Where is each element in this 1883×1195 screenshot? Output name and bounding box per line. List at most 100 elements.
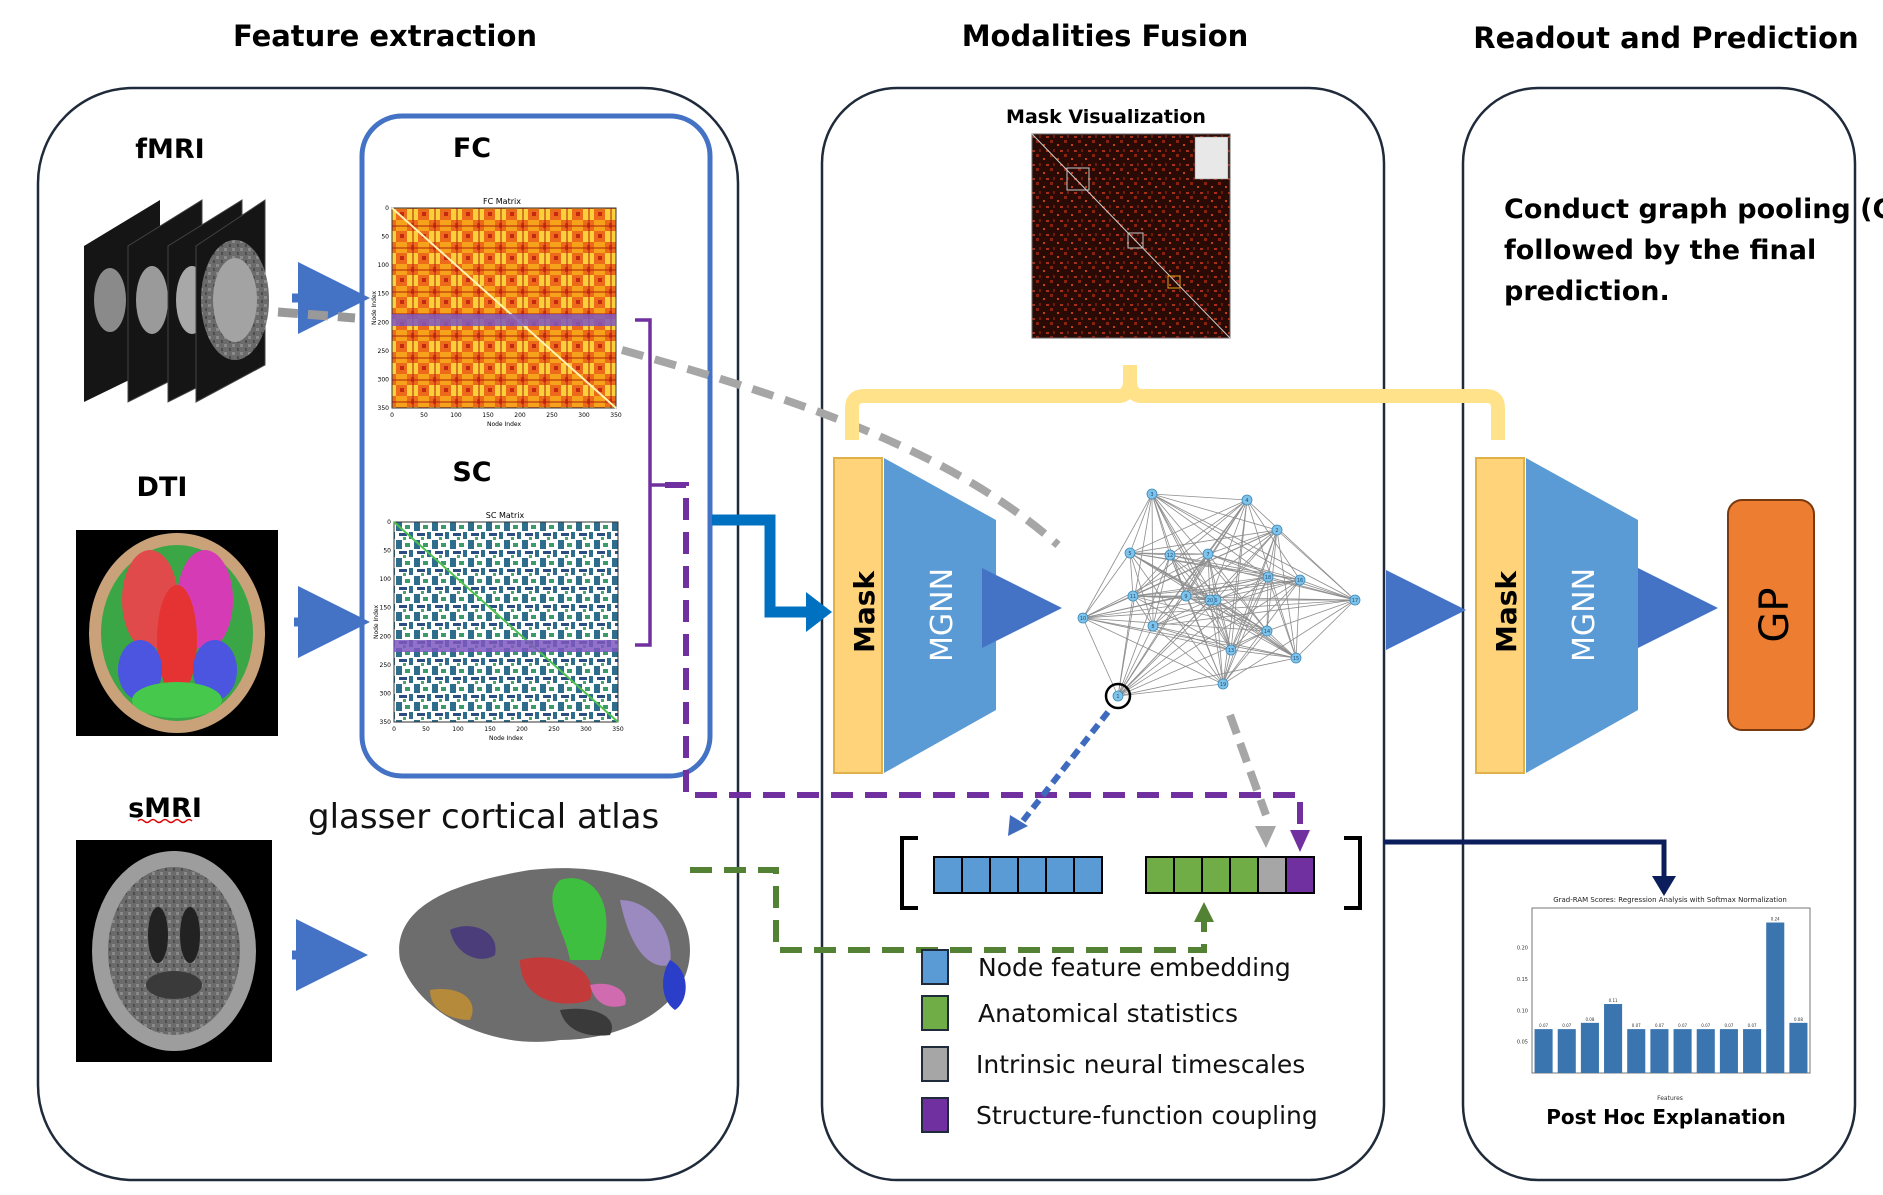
graph-edge	[1185, 595, 1268, 632]
label-dti: DTI	[137, 472, 188, 503]
explanation-bar-value: 0.11	[1609, 998, 1618, 1003]
graph-edge	[1222, 576, 1269, 685]
graph-node-label: 3	[1150, 492, 1153, 498]
graph-edge	[1082, 617, 1224, 685]
explanation-bar-value: 0.08	[1585, 1017, 1594, 1022]
graph-node	[1204, 594, 1216, 606]
matrix-y-tick: 0	[387, 519, 391, 526]
matrix-x-tick: 0	[390, 412, 394, 419]
arrowhead-coupling	[1290, 830, 1310, 852]
graph-edge	[1151, 493, 1301, 581]
graph-edge	[1185, 579, 1301, 597]
explanation-bar-value: 0.08	[1794, 1017, 1803, 1022]
graph-edge	[1082, 595, 1134, 619]
graph-edge	[1151, 493, 1269, 578]
panel-modalities-fusion	[820, 86, 1386, 1182]
graph-node-label: 17	[1352, 598, 1358, 604]
graph-node	[1241, 494, 1253, 506]
graph-edge	[1215, 599, 1232, 651]
arrow-fusion-input	[712, 514, 810, 618]
mgnn-label-2: MGNN	[1567, 568, 1602, 662]
graph-edge	[1299, 579, 1356, 601]
embedding-cell	[1073, 856, 1103, 894]
matrix-y-tick: 350	[380, 719, 392, 726]
mgnn-block-1	[884, 458, 996, 773]
label-sc: SC	[452, 457, 491, 488]
graph-edge	[1151, 493, 1187, 597]
matrix-x-tick: 150	[482, 412, 494, 419]
explanation-plot-area	[1531, 907, 1811, 1074]
graph-edge	[1082, 617, 1119, 697]
matrix-x-tick: 100	[452, 726, 464, 733]
matrix-y-tick: 300	[380, 690, 392, 697]
graph-node	[1127, 590, 1139, 602]
graph-edge	[1169, 553, 1209, 556]
mask-visualization-block	[1167, 275, 1181, 289]
dti-image	[76, 530, 278, 736]
graph-node-highlight	[1104, 682, 1132, 710]
graph-edge	[1230, 499, 1248, 651]
mask-brace	[845, 373, 1505, 440]
embedding-cell	[989, 856, 1019, 894]
embedding-cell	[1017, 856, 1047, 894]
explanation-bar-value: 0.07	[1562, 1023, 1571, 1028]
graph-edge	[1129, 529, 1278, 554]
explanation-bar-value: 0.07	[1678, 1023, 1687, 1028]
mask-label-2: Mask	[1490, 570, 1523, 653]
dash-graph-to-timescale	[1226, 713, 1270, 817]
explanation-bar-value: 0.07	[1724, 1023, 1733, 1028]
glasser-brain-image	[399, 868, 690, 1042]
matrix-y-tick: 100	[378, 262, 390, 269]
graph-node-label: 7	[1206, 552, 1209, 558]
graph-edge	[1222, 649, 1232, 685]
anatomical-cell	[1173, 856, 1203, 894]
explanation-xlabel: Features	[1657, 1095, 1683, 1102]
matrix-x-tick: 300	[578, 412, 590, 419]
graph-node	[1261, 625, 1273, 637]
fc-diagonal	[391, 207, 617, 409]
explanation-bar	[1604, 1004, 1623, 1073]
label-fmri: fMRI	[135, 134, 204, 165]
matrix-x-tick: 350	[610, 412, 622, 419]
matrix-y-tick: 300	[378, 376, 390, 383]
legend-swatch	[921, 949, 949, 985]
matrix-x-tick: 250	[546, 412, 558, 419]
mgnn-label-1: MGNN	[925, 568, 960, 662]
dash-coupling-path	[665, 482, 1303, 840]
graph-edge	[1132, 595, 1211, 601]
matrix-x-tick: 300	[580, 726, 592, 733]
mask-visualization-block	[1066, 167, 1090, 191]
explanation-bar	[1789, 1022, 1808, 1073]
graph-node-label: 9	[1184, 594, 1187, 600]
matrix-y-tick: 350	[378, 405, 390, 412]
graph-edge	[1169, 554, 1356, 601]
graph-node-label: 15	[1293, 656, 1299, 662]
graph-edge	[1152, 554, 1171, 627]
matrix-x-tick: 50	[420, 412, 428, 419]
graph-node-label: 6	[1214, 598, 1217, 604]
graph-node-label: 11	[1130, 594, 1136, 600]
explanation-bar-value: 0.07	[1539, 1023, 1548, 1028]
smri-image	[76, 840, 272, 1062]
graph-edge	[1082, 599, 1356, 619]
graph-node-label: 18	[1265, 575, 1271, 581]
graph-edge	[1230, 576, 1269, 651]
matrix-x-tick: 350	[612, 726, 624, 733]
graph-edge	[1267, 576, 1297, 659]
vector-bracket-right	[1344, 836, 1362, 910]
explanation-bar	[1766, 922, 1785, 1073]
graph-edge	[1132, 595, 1268, 632]
explanation-bar	[1743, 1029, 1762, 1073]
graph-edge	[1222, 630, 1268, 685]
graph-edge	[1209, 599, 1232, 651]
graph-edge	[1117, 576, 1269, 697]
graph-edge	[1151, 493, 1171, 556]
graph-node-label: 20	[1207, 598, 1213, 604]
embedding-cell	[1045, 856, 1075, 894]
graph-edge	[1222, 579, 1301, 685]
mask-visualization-block	[1127, 232, 1144, 249]
graph-edge	[1117, 554, 1171, 697]
matrix-x-tick: 250	[548, 726, 560, 733]
matrix-y-tick: 0	[385, 205, 389, 212]
